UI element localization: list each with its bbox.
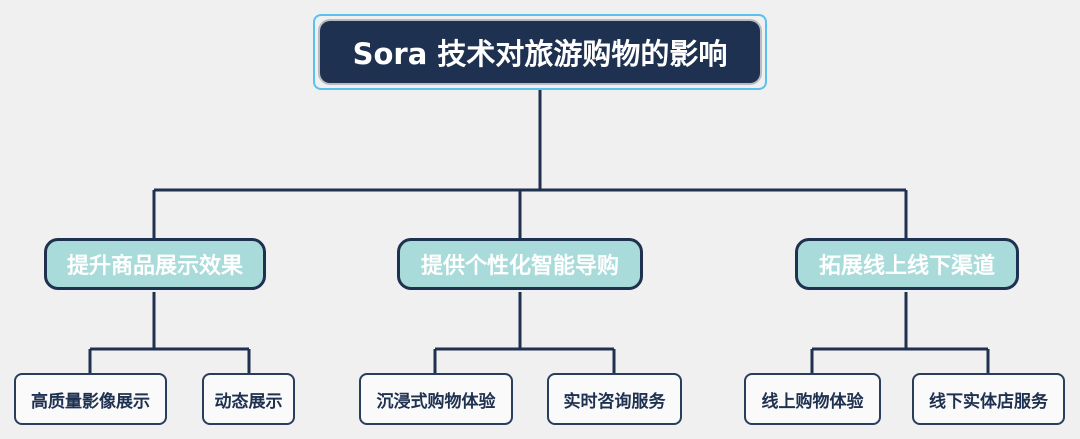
- leaf-node[interactable]: 线上购物体验: [744, 373, 881, 425]
- branch-node-product-display[interactable]: 提升商品展示效果: [44, 238, 266, 290]
- branch-node-channels[interactable]: 拓展线上线下渠道: [795, 238, 1019, 290]
- leaf-node[interactable]: 沉浸式购物体验: [359, 373, 513, 425]
- root-node[interactable]: Sora 技术对旅游购物的影响: [320, 21, 760, 83]
- leaf-node[interactable]: 实时咨询服务: [547, 373, 682, 425]
- branch-node-smart-guide[interactable]: 提供个性化智能导购: [397, 238, 643, 290]
- root-node-selection[interactable]: Sora 技术对旅游购物的影响: [313, 14, 767, 90]
- leaf-node[interactable]: 动态展示: [202, 373, 295, 425]
- leaf-node[interactable]: 高质量影像展示: [14, 373, 167, 425]
- leaf-node[interactable]: 线下实体店服务: [912, 373, 1065, 425]
